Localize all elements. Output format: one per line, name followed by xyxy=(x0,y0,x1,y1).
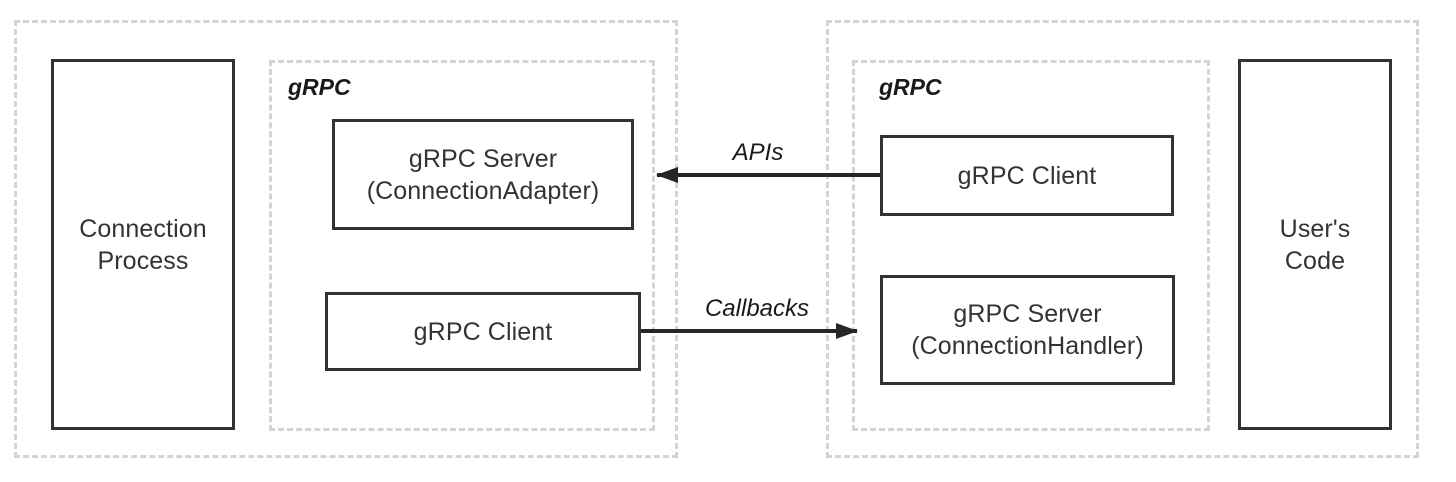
callbacks-edge-label: Callbacks xyxy=(704,295,810,322)
box-connection-process[interactable]: Connection Process xyxy=(51,59,235,430)
box-connection-process-label: Connection Process xyxy=(79,214,207,275)
group-grpc-right xyxy=(852,60,1210,431)
box-grpc-client-left-label: gRPC Client xyxy=(413,317,553,346)
box-grpc-client-right[interactable]: gRPC Client xyxy=(880,135,1174,216)
box-users-code-label: User's Code xyxy=(1279,214,1351,275)
apis-edge-label: APIs xyxy=(732,139,784,166)
box-grpc-server-connection-adapter-label: gRPC Server (ConnectionAdapter) xyxy=(366,144,600,205)
box-grpc-server-connection-handler-label: gRPC Server (ConnectionHandler) xyxy=(911,300,1144,360)
group-connection-process-outer xyxy=(14,20,678,458)
group-grpc-right-label: gRPC xyxy=(879,74,942,100)
box-users-code[interactable]: User's Code xyxy=(1238,59,1392,430)
box-grpc-client-left[interactable]: gRPC Client xyxy=(325,292,641,371)
group-grpc-left xyxy=(269,60,655,431)
box-grpc-client-right-label: gRPC Client xyxy=(957,161,1097,190)
box-grpc-server-connection-handler[interactable]: gRPC Server (ConnectionHandler) xyxy=(880,275,1175,385)
group-grpc-left-label: gRPC xyxy=(288,74,351,100)
box-grpc-server-connection-adapter[interactable]: gRPC Server (ConnectionAdapter) xyxy=(332,119,634,230)
group-user-code-outer xyxy=(826,20,1419,458)
